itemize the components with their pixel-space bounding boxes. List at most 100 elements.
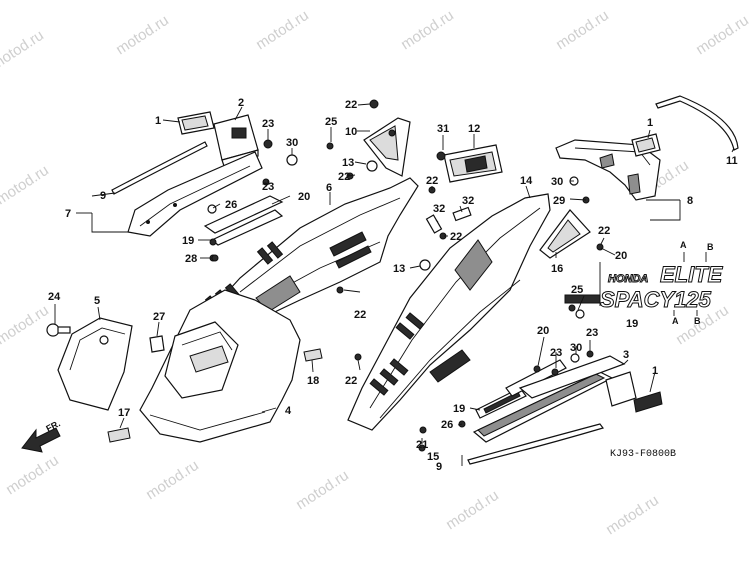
emblem-honda-text: HONDA bbox=[608, 273, 648, 285]
callout-label: B bbox=[694, 316, 701, 326]
center-cover-part-6 bbox=[204, 177, 419, 319]
emblem-honda-elite: HONDA ELITE bbox=[608, 262, 725, 288]
strip-part-20-left bbox=[203, 195, 284, 246]
grab-rail-part-8 bbox=[555, 139, 661, 201]
callout-label: 1 bbox=[652, 365, 658, 377]
callout-label: A bbox=[680, 240, 687, 250]
callout-label: 5 bbox=[94, 295, 100, 307]
leader-lines bbox=[54, 103, 735, 466]
clip-part-27 bbox=[149, 335, 165, 353]
reflector-part-1-bottom bbox=[605, 371, 663, 413]
callout-label: 13 bbox=[393, 263, 405, 275]
callout-label: 4 bbox=[285, 405, 292, 417]
callout-label: 23 bbox=[550, 347, 562, 359]
side-strip-part-9-left bbox=[111, 141, 208, 195]
watermark: motod.ru bbox=[3, 452, 62, 499]
emblem-spacy: SPACY125 bbox=[564, 287, 712, 313]
callout-label: 22 bbox=[345, 99, 357, 111]
callout-label: 32 bbox=[462, 195, 474, 207]
callout-label: 25 bbox=[325, 116, 337, 128]
callout-label: B bbox=[707, 242, 714, 252]
callout-label: 9 bbox=[100, 190, 106, 202]
watermark: motod.ru bbox=[143, 457, 202, 504]
callout-label: 2 bbox=[238, 97, 244, 109]
front-direction-arrow: FR. bbox=[21, 418, 62, 453]
callout-label: 22 bbox=[354, 309, 366, 321]
callout-label: 15 bbox=[427, 451, 439, 463]
callout-label: 23 bbox=[262, 118, 274, 130]
strip-part-9-right bbox=[467, 423, 604, 465]
callout-label: 13 bbox=[342, 157, 354, 169]
callout-label: 24 bbox=[48, 291, 61, 303]
watermark: motod.ru bbox=[603, 492, 662, 539]
callout-label: 25 bbox=[571, 284, 583, 296]
callout-label: 22 bbox=[450, 231, 462, 243]
bracket-part-10 bbox=[363, 117, 411, 177]
watermark: motod.ru bbox=[293, 467, 352, 514]
callout-label: 18 bbox=[307, 375, 319, 387]
callout-label: 30 bbox=[551, 176, 563, 188]
diagram-code: KJ93-F0800B bbox=[610, 449, 676, 460]
callout-label: 30 bbox=[286, 137, 298, 149]
callout-label: 19 bbox=[453, 403, 465, 415]
watermark: motod.ru bbox=[398, 7, 457, 54]
callout-label: 9 bbox=[436, 461, 442, 473]
callout-label: 23 bbox=[262, 181, 274, 193]
callout-label: 1 bbox=[647, 117, 653, 129]
pocket-lid-part-5 bbox=[57, 317, 133, 411]
callout-label: 22 bbox=[426, 175, 438, 187]
callout-label: 21 bbox=[416, 439, 428, 451]
callout-label: 8 bbox=[687, 195, 693, 207]
plate-holder-part-12 bbox=[443, 144, 503, 183]
callout-label: 22 bbox=[598, 225, 610, 237]
callout-label: 30 bbox=[570, 342, 582, 354]
callout-label: 12 bbox=[468, 123, 480, 135]
watermark: motod.ru bbox=[0, 27, 47, 74]
callout-label: 20 bbox=[298, 191, 310, 203]
vent-slots bbox=[369, 312, 425, 396]
rear-rail-part-7 bbox=[127, 151, 263, 237]
watermark: motod.ru bbox=[0, 302, 52, 349]
callout-label: 26 bbox=[441, 419, 453, 431]
side-strip-part-11 bbox=[655, 95, 739, 151]
callout-label: 11 bbox=[726, 155, 738, 167]
callout-label: 31 bbox=[437, 123, 449, 135]
callout-label: A bbox=[672, 316, 679, 326]
bolt-part-24 bbox=[46, 323, 71, 337]
callout-label: 7 bbox=[65, 208, 71, 220]
emblem-spacy-text: SPACY125 bbox=[600, 287, 712, 312]
direction-label: FR. bbox=[44, 418, 61, 433]
callout-label: 23 bbox=[586, 327, 598, 339]
callout-label: 6 bbox=[326, 182, 332, 194]
callout-label: 16 bbox=[551, 263, 563, 275]
emblem-elite-text: ELITE bbox=[660, 262, 724, 287]
watermark: motod.ru bbox=[693, 12, 752, 59]
watermark: motod.ru bbox=[553, 7, 612, 54]
watermark: motod.ru bbox=[113, 12, 172, 59]
callout-label: 20 bbox=[615, 250, 627, 262]
callout-label: 26 bbox=[225, 199, 237, 211]
callout-label: 22 bbox=[345, 375, 357, 387]
sticker-part-18 bbox=[303, 348, 323, 362]
watermark: motod.ru bbox=[253, 7, 312, 54]
callout-label: 10 bbox=[345, 126, 357, 138]
right-cover-part-14 bbox=[347, 193, 551, 431]
callout-label: 17 bbox=[118, 407, 130, 419]
strip-part-20-right bbox=[505, 359, 567, 397]
callout-label: 32 bbox=[433, 203, 445, 215]
reflector-part-1-right bbox=[631, 133, 661, 157]
sticker-part-17 bbox=[107, 427, 131, 443]
reflector-part-1-left bbox=[177, 111, 215, 135]
callout-label: 28 bbox=[185, 253, 197, 265]
callout-label: 1 bbox=[155, 115, 161, 127]
front-cover-part-4 bbox=[139, 289, 301, 443]
watermark: motod.ru bbox=[0, 162, 52, 209]
emblem-ab-lines bbox=[673, 252, 707, 316]
callout-label: 27 bbox=[153, 311, 165, 323]
callout-label: 19 bbox=[626, 318, 638, 330]
callout-label: 19 bbox=[182, 235, 194, 247]
watermark: motod.ru bbox=[443, 487, 502, 534]
callout-label: 22 bbox=[338, 171, 350, 183]
callout-labels: 1 2 23 30 23 20 9 7 26 19 28 22 25 10 13… bbox=[48, 97, 738, 473]
